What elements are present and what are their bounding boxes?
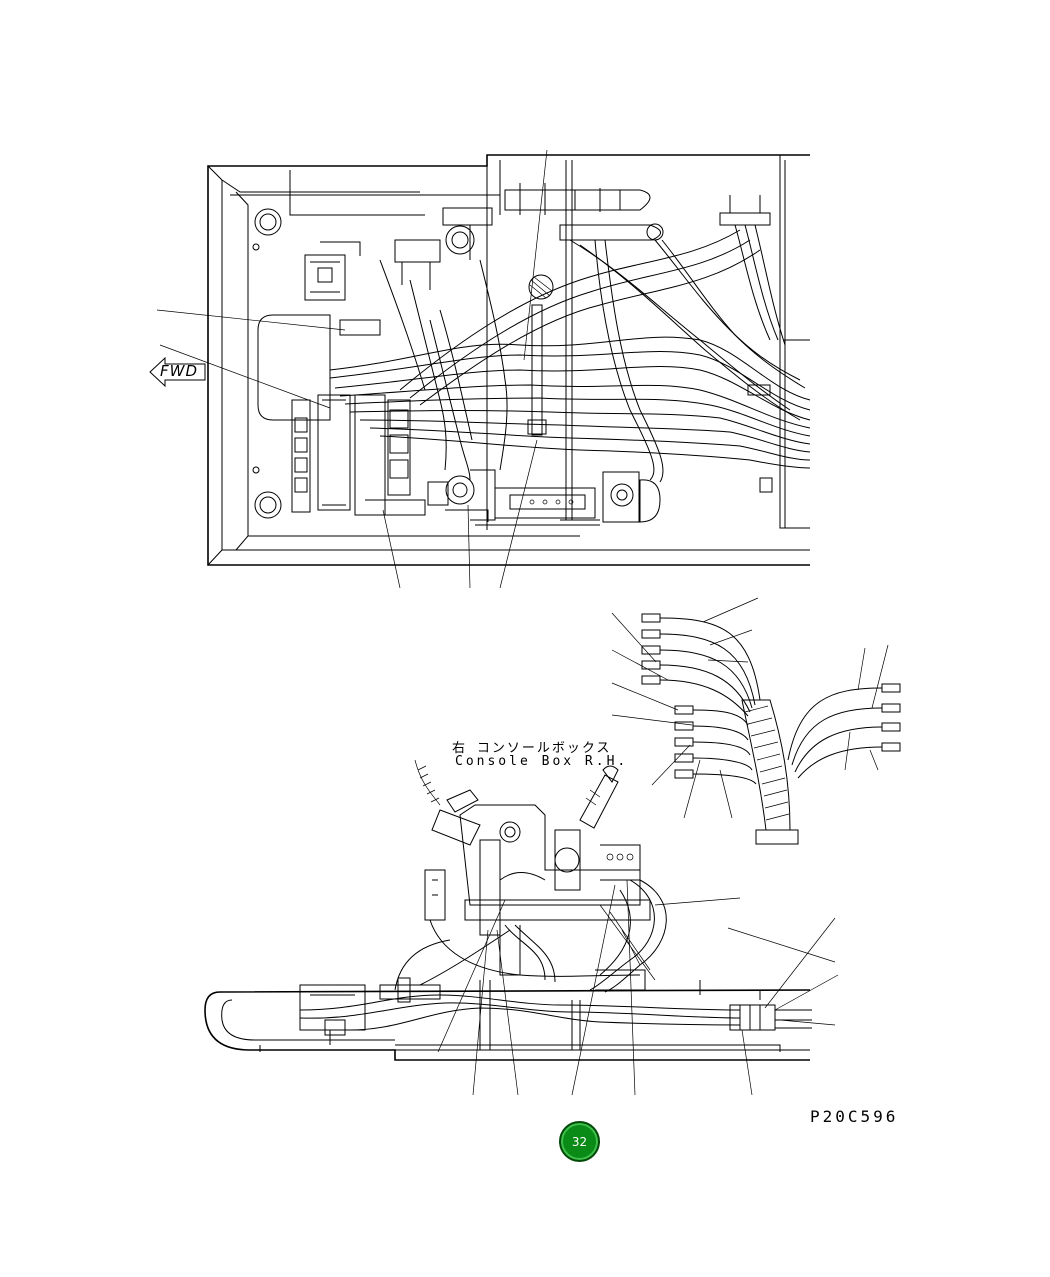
figure-code: P20C596 (810, 1107, 899, 1126)
console-outer-frame (207, 154, 810, 566)
bottom-leaders (437, 879, 839, 1096)
console-label-en: Console Box R.H. (455, 754, 629, 769)
hose-detail-view (611, 597, 901, 845)
side-view (204, 759, 812, 1061)
top-hose-bundle (329, 224, 811, 483)
floor-plate (204, 989, 811, 1061)
fwd-direction-label: FWD (160, 362, 199, 380)
page-number-badge[interactable]: 32 (559, 1121, 600, 1162)
top-leaders (156, 149, 548, 589)
console-label-jp: 右 コンソールボックス (452, 741, 612, 756)
fwd-arrow-icon (149, 356, 206, 388)
top-view (149, 149, 811, 589)
